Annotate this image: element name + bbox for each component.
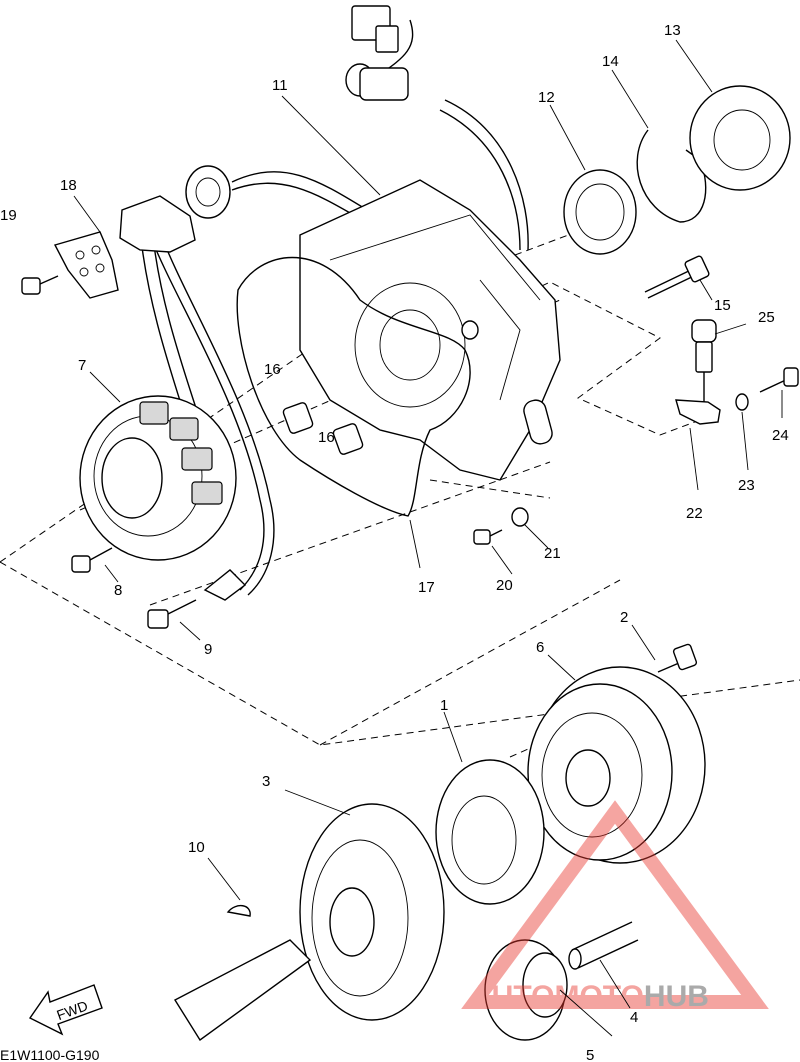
callout-16b: 16 (318, 429, 335, 446)
callout-12: 12 (538, 89, 555, 106)
wire-harness (139, 5, 529, 596)
rotor-part-6 (527, 666, 706, 864)
watermark-logo: AUTOMOTOHUB (461, 800, 769, 1013)
callout-13: 13 (664, 22, 681, 39)
callout-8: 8 (114, 582, 122, 599)
washer-part-21 (511, 507, 529, 527)
callout-15: 15 (714, 297, 731, 314)
sensor-clamp-part-22 (675, 399, 721, 425)
callout-7: 7 (78, 357, 86, 374)
callout-22: 22 (686, 505, 703, 522)
callout-leaders (73, 39, 783, 1037)
callout-16a: 16 (264, 361, 281, 378)
callout-21: 21 (544, 545, 561, 562)
bolt-part-9 (147, 569, 247, 629)
shaft-part-4 (568, 921, 639, 970)
screw-part-24 (759, 367, 799, 393)
callout-25: 25 (758, 309, 775, 326)
woodruff-key-part-10 (226, 905, 251, 917)
circlip-part-14 (636, 129, 707, 223)
screw-part-19 (21, 275, 59, 295)
callout-18: 18 (60, 177, 77, 194)
callout-24: 24 (772, 427, 789, 444)
sensor-part-25 (691, 319, 717, 410)
callout-20: 20 (496, 577, 513, 594)
idle-gear-part-5 (484, 939, 568, 1041)
callout-23: 23 (738, 477, 755, 494)
reference-code: E1W1100-G190 (0, 1047, 100, 1062)
starter-gear-part-3 (299, 803, 445, 1021)
gasket-part-17 (236, 256, 471, 517)
bearing-part-12 (563, 169, 637, 255)
callout-19: 19 (0, 207, 17, 224)
bolt-part-2 (657, 643, 698, 673)
stator-part-7 (79, 395, 237, 561)
crankshaft (174, 939, 312, 1042)
bolt-part-8 (71, 547, 113, 573)
forward-direction-arrow: FWD (28, 984, 103, 1036)
bolt-part-15 (644, 255, 710, 299)
callout-17: 17 (418, 579, 435, 596)
oil-seal-part-13 (689, 85, 791, 191)
callout-10: 10 (188, 839, 205, 856)
callout-1: 1 (440, 697, 448, 714)
callout-4: 4 (630, 1009, 638, 1026)
callout-14: 14 (602, 53, 619, 70)
callout-2: 2 (620, 609, 628, 626)
callout-9: 9 (204, 641, 212, 658)
one-way-clutch-part-1 (435, 759, 545, 905)
callout-6: 6 (536, 639, 544, 656)
callout-11: 11 (272, 77, 288, 94)
washer-part-23 (735, 393, 749, 411)
svg-text:AUTOMOTOHUB: AUTOMOTOHUB (470, 980, 709, 1013)
dowel-pins-part-16 (282, 402, 364, 455)
callout-3: 3 (262, 773, 270, 790)
wire-clamp-part-18 (53, 195, 196, 299)
screw-part-20 (473, 529, 503, 545)
crankcase-cover-part-11 (299, 179, 561, 481)
callout-5: 5 (586, 1047, 594, 1062)
callout-labels: 1 2 3 4 5 6 7 8 9 10 11 12 13 14 15 16 1… (0, 22, 789, 1062)
